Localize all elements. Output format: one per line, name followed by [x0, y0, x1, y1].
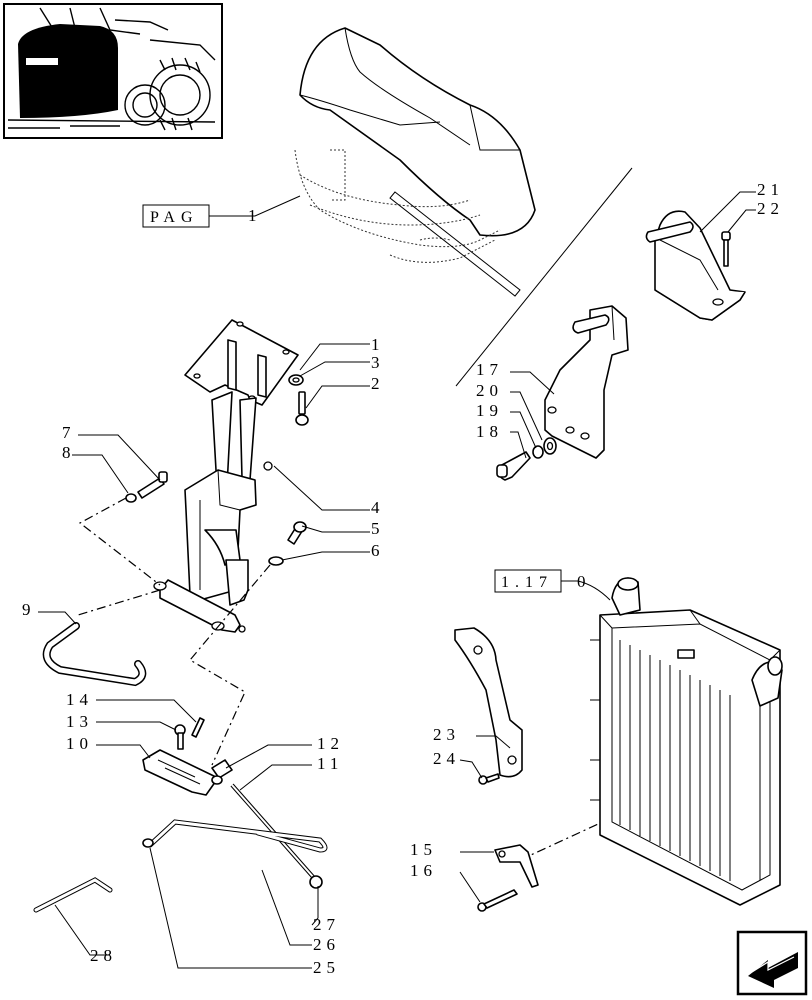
- callout-9: 9: [22, 600, 36, 619]
- callout-6: 6: [371, 541, 385, 560]
- ref-1-17-label: 1.17: [501, 574, 553, 591]
- callout-8: 8: [62, 443, 76, 462]
- callout-15: 15: [410, 840, 437, 859]
- callout-4: 4: [371, 498, 385, 517]
- callout-17: 17: [476, 360, 503, 379]
- callout-labels: 1 3 2 4 5 6 7 8 9 10 11 12 13 14 15 16 1…: [22, 180, 784, 977]
- callout-7: 7: [62, 423, 76, 442]
- callout-19: 19: [476, 401, 503, 420]
- bolt-7: [137, 471, 168, 499]
- callout-20: 20: [476, 381, 503, 400]
- callout-18: 18: [476, 422, 503, 441]
- washer-6: [268, 556, 284, 566]
- callout-25: 25: [313, 958, 340, 977]
- support-frame: [153, 319, 299, 633]
- callout-14: 14: [66, 690, 93, 709]
- radiator-core: [590, 577, 783, 906]
- bolt-16: [477, 889, 518, 912]
- ref-1-17-box[interactable]: 1.17 0: [494, 569, 611, 601]
- screw-22: [721, 231, 731, 267]
- front-hood-reference: [294, 27, 536, 297]
- callout-26: 26: [313, 935, 340, 954]
- callout-24: 24: [433, 749, 460, 768]
- assembly-line-9: [77, 589, 161, 616]
- mounting-bracket-17: [544, 305, 629, 459]
- bolt-18: [496, 451, 531, 481]
- callout-11: 11: [317, 754, 343, 773]
- callout-21: 21: [757, 180, 784, 199]
- tractor-thumbnail-icon[interactable]: [3, 3, 223, 139]
- bolt-24: [478, 773, 500, 785]
- callout-27: 27: [313, 915, 340, 934]
- bracket-15: [494, 844, 539, 888]
- screw-13: [174, 724, 186, 750]
- pin-bracket-21: [645, 210, 746, 321]
- callout-23: 23: [433, 725, 460, 744]
- callout-13: 13: [66, 712, 93, 731]
- assembly-line-left: [78, 497, 161, 586]
- leader-lines: [38, 191, 756, 969]
- callout-28: 28: [90, 946, 117, 965]
- pag-reference-box[interactable]: PAG 1: [142, 195, 301, 228]
- ref-1-17-suffix: 0: [577, 572, 591, 591]
- plate-10: [142, 749, 219, 796]
- callout-2: 2: [371, 374, 385, 393]
- washer-19: [532, 445, 544, 459]
- assembly-line-right: [189, 564, 271, 766]
- callout-22: 22: [757, 199, 784, 218]
- callout-1-hood: 1: [248, 206, 262, 225]
- bolt-2: [295, 391, 309, 426]
- clip-25: [142, 838, 154, 848]
- callout-5: 5: [371, 519, 385, 538]
- bolt-5: [287, 521, 307, 545]
- washer-8: [125, 493, 137, 503]
- callout-12: 12: [317, 734, 344, 753]
- callout-16: 16: [410, 861, 437, 880]
- cable-11: [211, 759, 323, 889]
- callout-3: 3: [371, 353, 385, 372]
- screw-14: [191, 717, 205, 738]
- callout-10: 10: [66, 734, 93, 753]
- separator-line: [455, 167, 633, 387]
- previous-page-arrow-icon[interactable]: [736, 930, 808, 996]
- bracket-23: [454, 627, 523, 778]
- pag-reference-label: PAG: [150, 209, 199, 226]
- callout-1: 1: [371, 335, 385, 354]
